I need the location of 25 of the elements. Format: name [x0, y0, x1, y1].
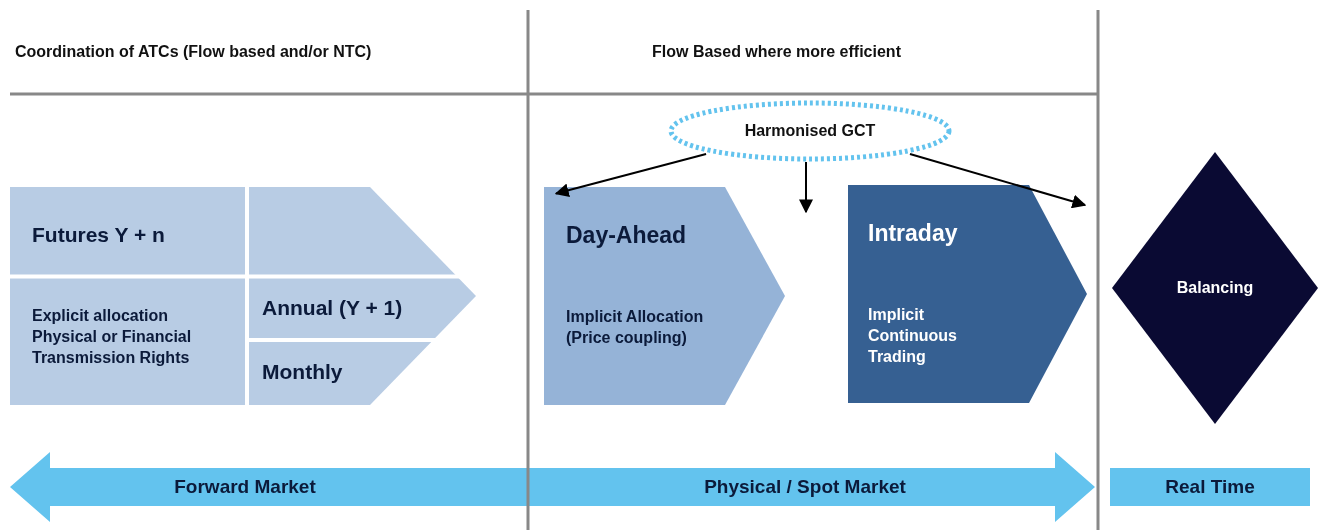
- cell-heading: Annual (Y + 1): [262, 295, 403, 321]
- label-box: [1110, 468, 1310, 506]
- column-header: Flow Based where more efficient: [652, 43, 901, 61]
- cell-text: Explicit allocation Physical or Financial Transmission Rights: [32, 306, 193, 368]
- chevron-box: [544, 187, 785, 405]
- box-text: Implicit Allocation (Price coupling): [566, 307, 705, 348]
- column-header: Coordination of ATCs (Flow based and/or NTC): [15, 43, 372, 61]
- box-text: Implicit Continuous Trading: [868, 305, 958, 367]
- arrow: [908, 152, 1087, 209]
- diamond-text: Balancing: [1176, 277, 1254, 298]
- band-text: Physical / Spot Market: [704, 475, 906, 499]
- arrow: [799, 161, 813, 214]
- chevron-shape: [10, 187, 476, 405]
- decision-diamond: [1112, 152, 1318, 424]
- band-text: Forward Market: [174, 475, 316, 499]
- dotted-ellipse: [668, 100, 952, 162]
- box-heading: Intraday: [868, 219, 958, 248]
- ellipse-text: Harmonised GCT: [744, 120, 876, 141]
- chevron-box: [848, 185, 1087, 403]
- cell-heading: Monthly: [262, 359, 343, 385]
- box-heading: Day-Ahead: [566, 221, 687, 250]
- cell-heading: Futures Y + n: [32, 222, 165, 248]
- arrow: [554, 152, 708, 198]
- double-arrow-band: [10, 452, 1095, 522]
- box-text: Real Time: [1165, 474, 1255, 499]
